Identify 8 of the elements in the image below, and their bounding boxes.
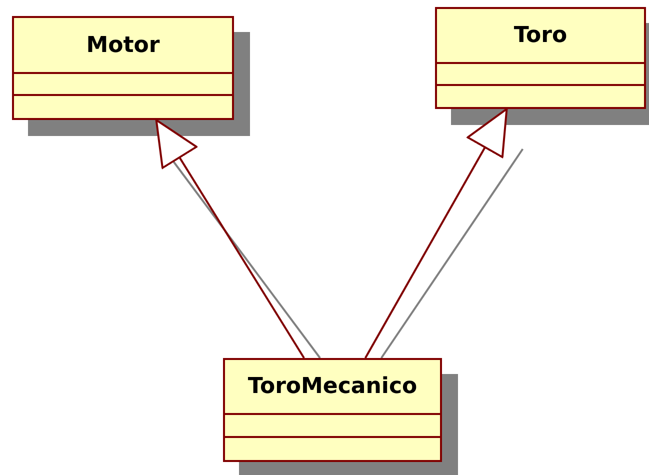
class-name: Motor xyxy=(86,32,160,58)
class-box xyxy=(435,7,646,109)
generalization-arrow xyxy=(364,108,508,358)
generalization-arrow xyxy=(155,119,305,359)
class-name: Toro xyxy=(514,23,568,48)
class-box xyxy=(12,16,234,120)
class-name: ToroMecanico xyxy=(248,374,418,399)
class-box xyxy=(223,358,442,462)
